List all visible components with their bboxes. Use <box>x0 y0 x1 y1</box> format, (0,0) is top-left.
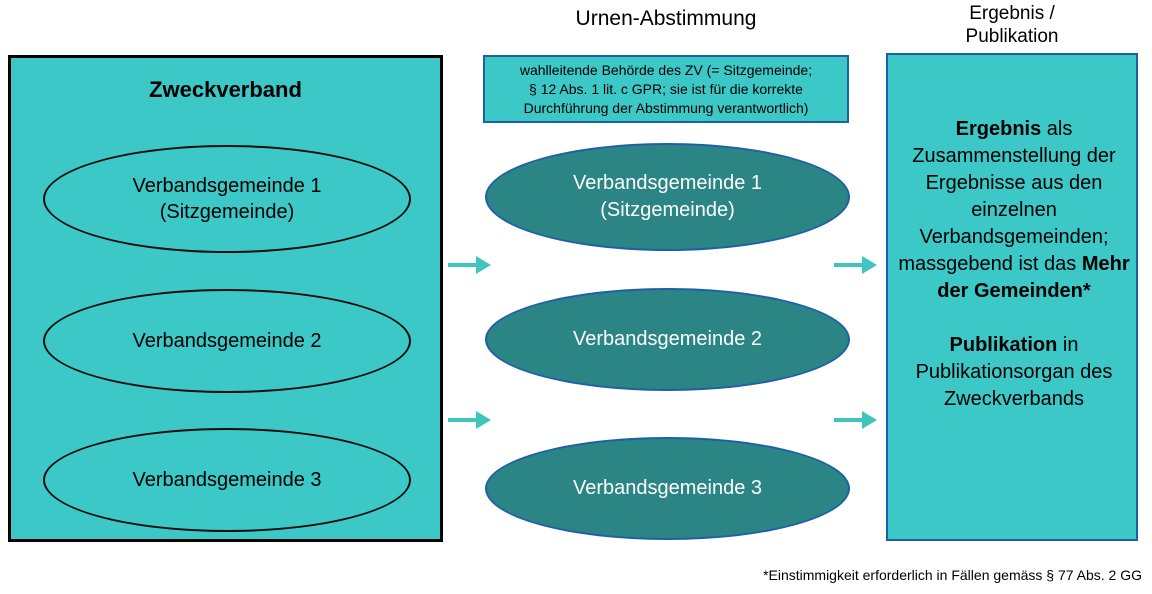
left-ellipse-verbandsgemeinde-3: Verbandsgemeinde 3 <box>43 428 411 532</box>
publikation-paragraph: Publikation in Publikationsorgan des Zwe… <box>894 332 1134 413</box>
footnote-einstimmigkeit: *Einstimmigkeit erforderlich in Fällen g… <box>763 567 1142 583</box>
middle-ellipse-verbandsgemeinde-3: Verbandsgemeinde 3 <box>485 437 850 540</box>
ergebnis-paragraph: Ergebnis als Zusammenstellung der Ergebn… <box>894 116 1134 305</box>
paragraph-spacer <box>894 305 1134 332</box>
arrow-right-icon-right-upper <box>834 256 877 274</box>
left-ellipse-verbandsgemeinde-2: Verbandsgemeinde 2 <box>43 289 411 393</box>
column-heading-urnen-abstimmung: Urnen-Abstimmung <box>575 7 757 30</box>
arrow-right-icon-left-lower <box>448 411 491 429</box>
arrow-right-icon-left-upper <box>448 256 491 274</box>
ergebnis-publikation-box: Ergebnis als Zusammenstellung der Ergebn… <box>886 53 1138 541</box>
middle-ellipse-verbandsgemeinde-1: Verbandsgemeinde 1 (Sitzgemeinde) <box>485 143 850 251</box>
mehr-der-gemeinden-bold: Mehr der Gemeinden* <box>937 253 1130 302</box>
zweckverband-box: Zweckverband Verbandsgemeinde 1 (Sitzgem… <box>8 55 443 542</box>
column-heading-ergebnis-publikation: Ergebnis / Publikation <box>965 3 1059 47</box>
left-ellipse-verbandsgemeinde-1: Verbandsgemeinde 1 (Sitzgemeinde) <box>43 145 411 253</box>
arrow-right-icon-right-lower <box>834 411 877 429</box>
publikation-bold-lead: Publikation <box>949 334 1058 356</box>
wahlleitende-behoerde-note: wahlleitende Behörde des ZV (= Sitzgemei… <box>483 55 849 123</box>
publikation-body: in Publikationsorgan des Zweckverbands <box>915 334 1113 410</box>
ergebnis-body: als Zusammenstellung der Ergebnisse aus … <box>898 118 1116 275</box>
zweckverband-title: Zweckverband <box>149 77 302 102</box>
ergebnis-publikation-text: Ergebnis als Zusammenstellung der Ergebn… <box>894 116 1134 413</box>
middle-ellipse-verbandsgemeinde-2: Verbandsgemeinde 2 <box>485 288 850 391</box>
ergebnis-bold-lead: Ergebnis <box>955 118 1042 140</box>
